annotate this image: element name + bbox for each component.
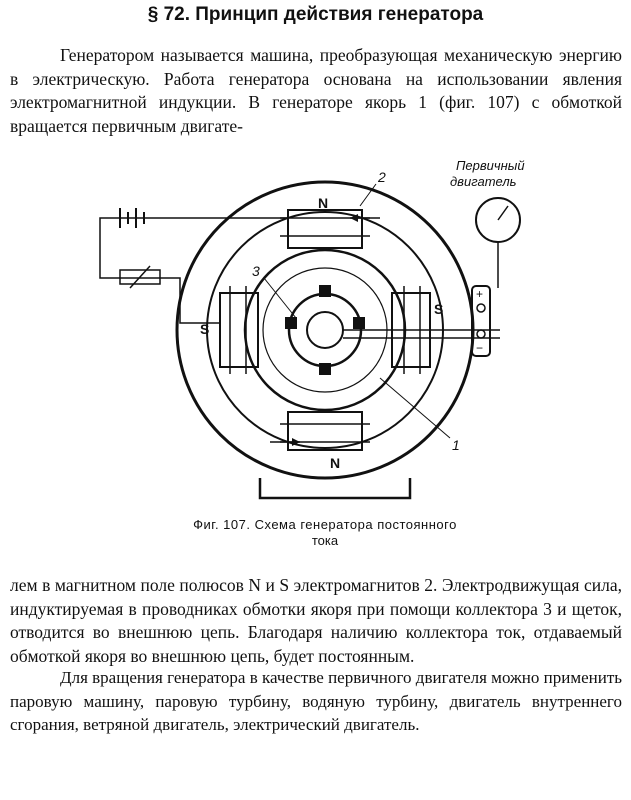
label-pole-right: S <box>434 301 443 317</box>
paragraph-motors: Для вращения генератора в качестве перви… <box>10 668 622 734</box>
pole-bottom <box>287 411 363 451</box>
paragraph-intro: Генератором называется машина, преобразу… <box>10 45 622 136</box>
label-plus: + <box>476 287 483 301</box>
excitation-circuit <box>99 217 288 279</box>
label-pole-left: S <box>200 321 209 337</box>
label-motor-line2: двигатель <box>450 174 517 189</box>
generator-diagram: Первичный двигатель 2 3 1 N N S S + − <box>99 158 525 500</box>
terminal-plus <box>476 303 486 313</box>
brush-bottom <box>319 363 331 375</box>
label-number-2: 2 <box>377 169 386 185</box>
label-minus: − <box>476 341 483 355</box>
label-pole-bottom: N <box>330 455 340 471</box>
label-motor-line1: Первичный <box>456 158 525 173</box>
terminal-minus <box>476 329 486 339</box>
brush-right <box>353 317 365 329</box>
leader-3 <box>263 277 297 319</box>
rheostat <box>119 269 161 285</box>
pole-top <box>287 209 363 249</box>
brush-left <box>285 317 297 329</box>
brush-top <box>319 285 331 297</box>
figure-caption: Фиг. 107. Схема генератора постоянного т… <box>150 517 500 549</box>
leader-2 <box>359 183 377 207</box>
caption-line-2: тока <box>311 533 339 548</box>
section-heading: § 72. Принцип действия генератора <box>147 4 484 25</box>
winding-left <box>229 286 247 374</box>
terminal-plate <box>471 285 491 357</box>
label-number-3: 3 <box>252 263 260 279</box>
pole-left <box>219 292 259 368</box>
leader-1 <box>379 377 451 439</box>
label-pole-top: N <box>318 195 328 211</box>
shaft <box>306 311 344 349</box>
paragraph-body: лем в магнитном поле полюсов N и S элект… <box>10 575 622 666</box>
caption-line-1: Фиг. 107. Схема генератора постоянного <box>193 517 457 532</box>
label-number-1: 1 <box>452 437 460 453</box>
machine-base <box>258 478 412 500</box>
